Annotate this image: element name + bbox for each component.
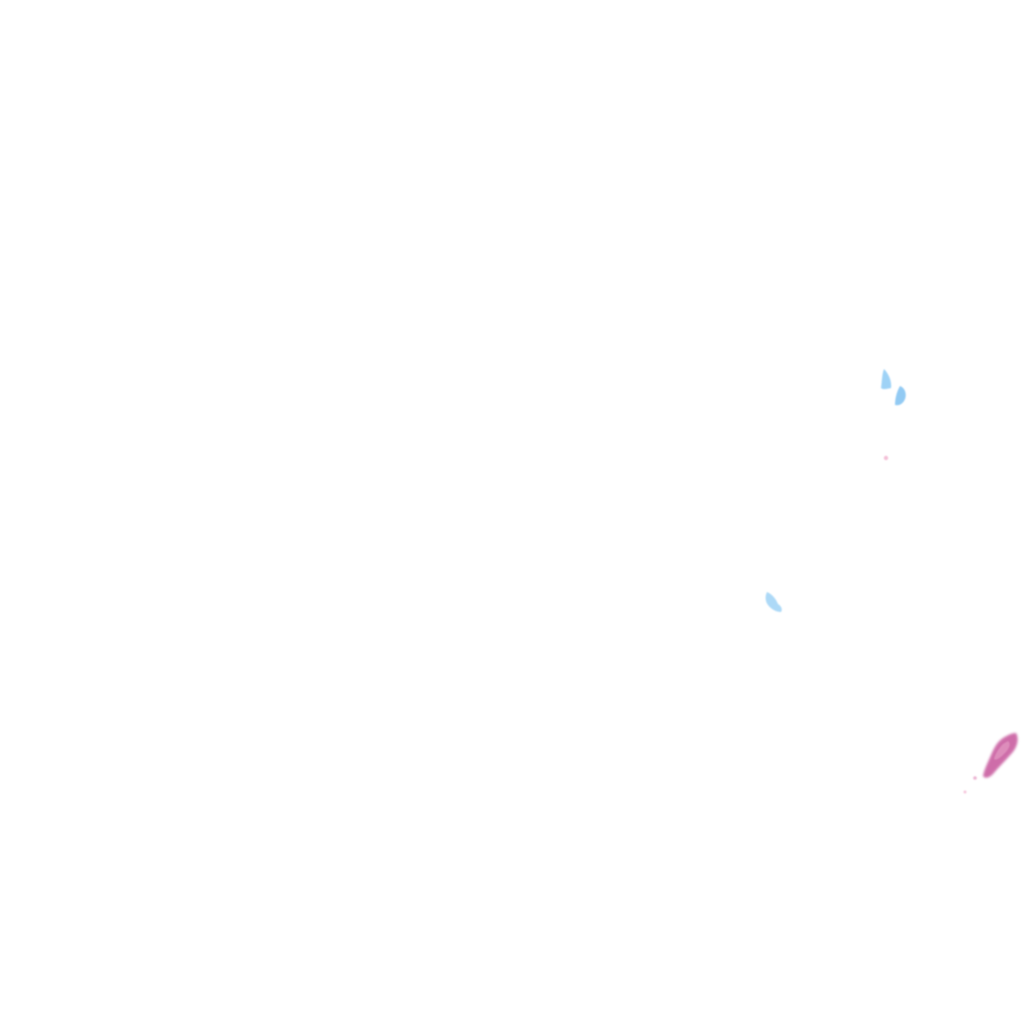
blue-paint-mark-upper-right xyxy=(895,386,906,406)
pink-paint-dot xyxy=(883,455,889,461)
blue-paint-mark-middle xyxy=(765,592,782,612)
blue-paint-mark-upper-left xyxy=(881,369,892,390)
magenta-speck-1 xyxy=(973,776,977,780)
magenta-paint-stroke-highlight xyxy=(994,741,1010,760)
magenta-speck-2 xyxy=(963,790,967,794)
